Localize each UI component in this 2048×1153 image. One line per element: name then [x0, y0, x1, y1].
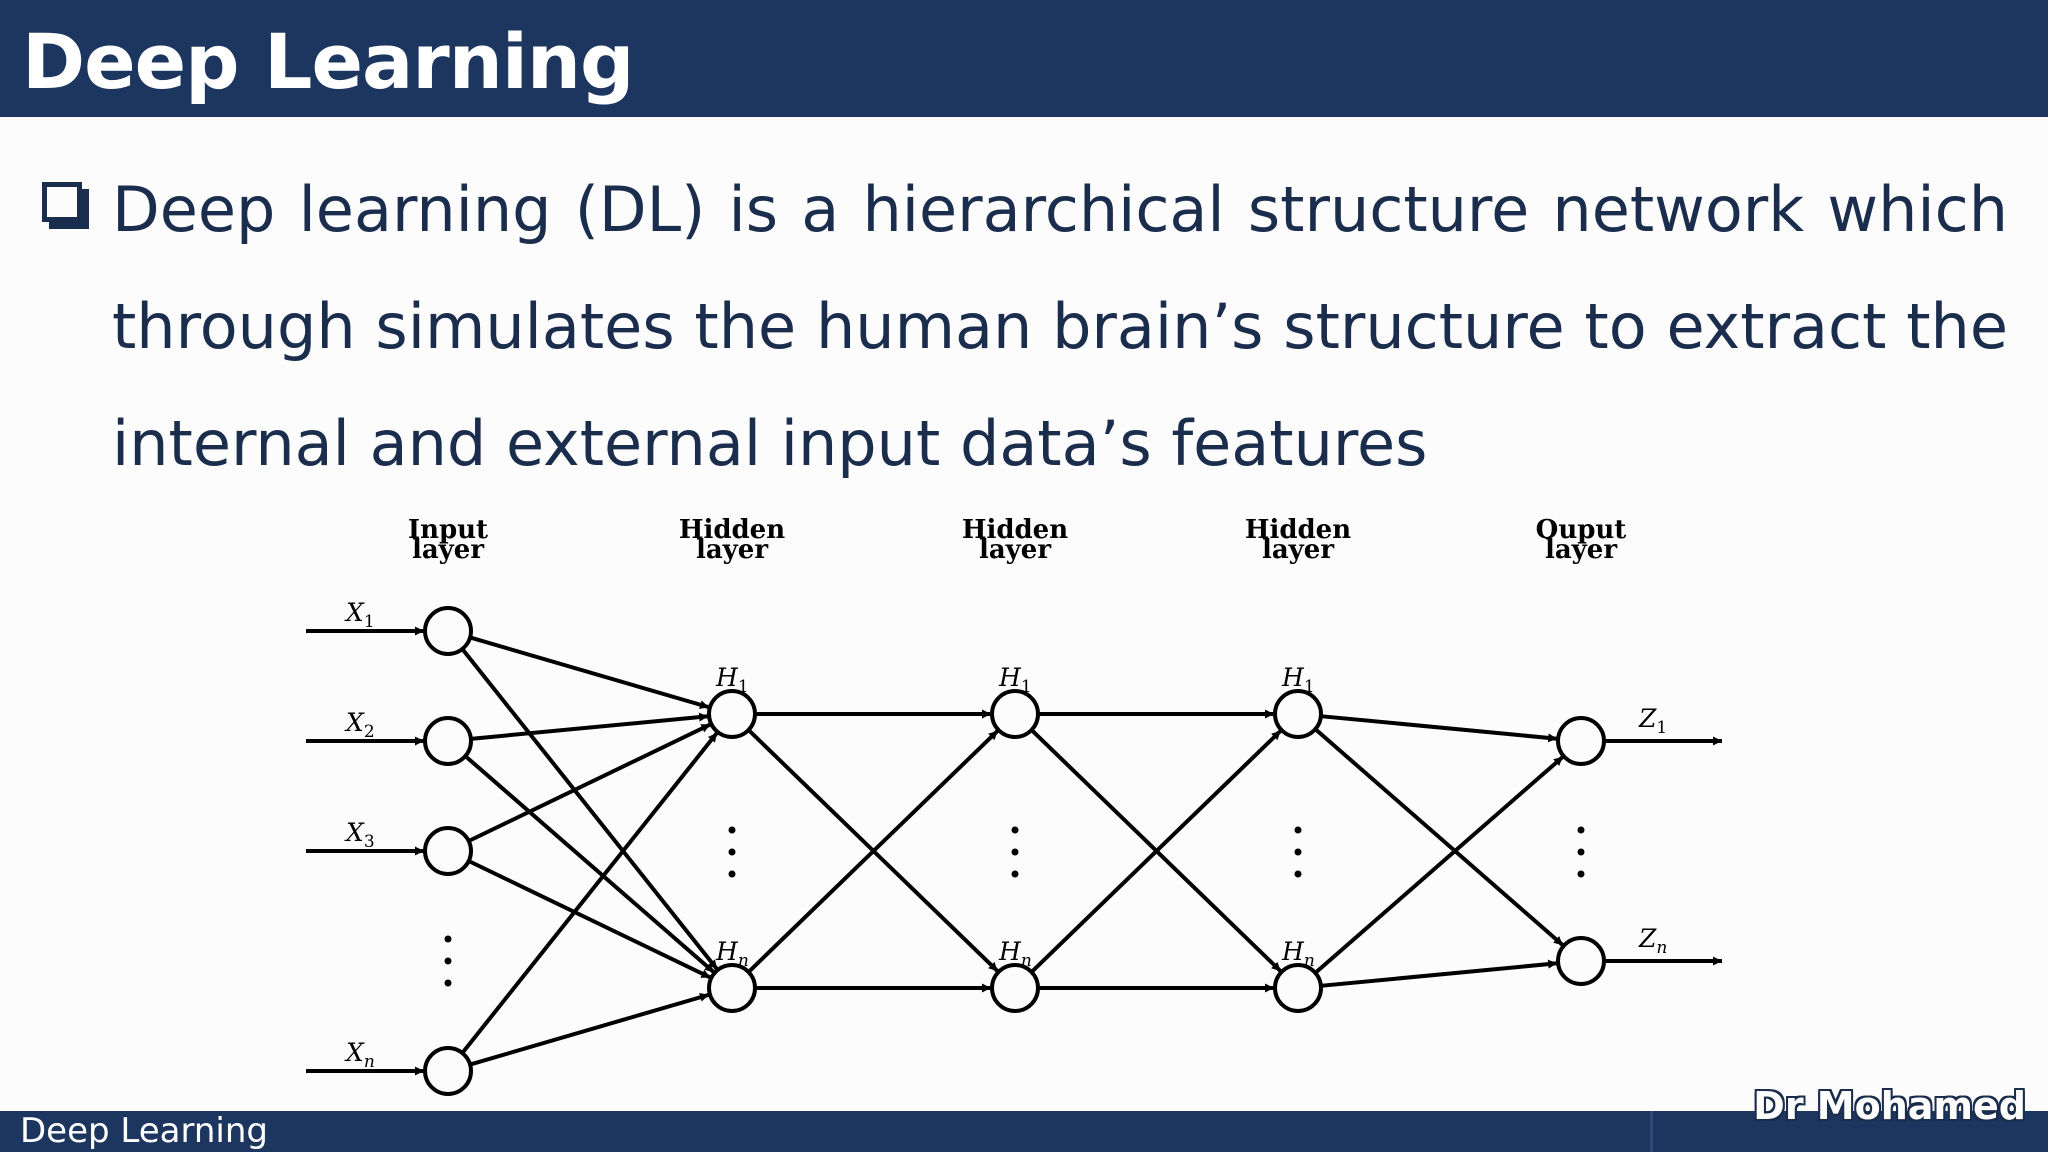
ellipsis-dot: [1011, 848, 1019, 856]
checkbox-bullet-icon: [42, 182, 82, 222]
diagram-labels: InputlayerHiddenlayerHiddenlayerHiddenla…: [344, 515, 1667, 1072]
input-label: X3: [344, 818, 375, 852]
layer-title: Ouput: [1536, 515, 1627, 545]
ellipsis-dot: [444, 935, 452, 943]
ellipsis-dot: [1011, 826, 1019, 834]
hidden-node: [707, 689, 757, 739]
ellipsis-dot: [728, 870, 736, 878]
ellipsis-dots: [444, 826, 1585, 987]
hidden-node: [990, 689, 1040, 739]
slide-title: Deep Learning: [22, 17, 634, 106]
output-label: Zn: [1638, 924, 1667, 958]
layer-title: layer: [696, 535, 768, 565]
input-node: [423, 716, 473, 766]
input-node: [423, 1046, 473, 1096]
hidden-node: [1273, 963, 1323, 1013]
edge-hidden-output: [1314, 727, 1565, 947]
bullet-line-1: Deep learning (DL) is a hierarchical str…: [112, 173, 2008, 246]
input-label: X2: [344, 708, 375, 742]
bullet-line-2: through simulates the human brain’s stru…: [112, 290, 2008, 363]
input-label: Xn: [344, 1038, 375, 1072]
layer-title: layer: [1262, 535, 1334, 565]
hidden-node: [990, 963, 1040, 1013]
hidden-label: Hn: [715, 937, 749, 971]
edge-hidden-hidden: [1030, 729, 1283, 974]
ellipsis-dot: [1294, 848, 1302, 856]
output-label: Z1: [1638, 704, 1667, 738]
edge-input-hidden: [460, 647, 719, 971]
hidden-label: Hn: [998, 937, 1032, 971]
edge-input-hidden: [464, 754, 716, 974]
edge-input-hidden: [467, 859, 712, 980]
layer-title: layer: [979, 535, 1051, 565]
layer-title: layer: [1545, 535, 1617, 565]
nodes: [423, 606, 1606, 1096]
input-label: X1: [344, 598, 375, 632]
hidden-node: [707, 963, 757, 1013]
footer-divider: [1650, 1111, 1653, 1152]
ellipsis-dot: [1294, 826, 1302, 834]
edge-input-hidden: [460, 731, 719, 1055]
output-node: [1556, 716, 1606, 766]
ellipsis-dot: [444, 957, 452, 965]
layer-title: Hidden: [679, 515, 785, 545]
input-node: [423, 826, 473, 876]
hidden-node: [1273, 689, 1323, 739]
bullet-line-3: internal and external input data’s featu…: [112, 407, 1428, 480]
edge-input-hidden: [469, 635, 710, 710]
hidden-label: Hn: [1281, 937, 1315, 971]
ellipsis-dot: [1294, 870, 1302, 878]
layer-title: layer: [412, 535, 484, 565]
ellipsis-dot: [1577, 826, 1585, 834]
edge-input-hidden: [469, 992, 710, 1067]
edge-input-hidden: [470, 712, 709, 741]
ellipsis-dot: [1577, 870, 1585, 878]
ellipsis-dot: [728, 848, 736, 856]
ellipsis-dot: [1577, 848, 1585, 856]
edge-hidden-output: [1320, 714, 1558, 743]
layer-title: Input: [408, 515, 488, 545]
input-node: [423, 606, 473, 656]
footer-bar: [0, 1111, 2048, 1152]
edge-hidden-output: [1320, 959, 1558, 988]
layer-title: Hidden: [962, 515, 1068, 545]
edge-hidden-output: [1314, 755, 1565, 975]
ellipsis-dot: [1011, 870, 1019, 878]
footer-author: Dr Mohamed: [1753, 1084, 2026, 1128]
title-bar: [0, 0, 2048, 117]
connections: [306, 626, 1722, 1076]
hidden-label: H1: [998, 663, 1032, 697]
footer-title: Deep Learning: [20, 1111, 269, 1151]
output-node: [1556, 936, 1606, 986]
ellipsis-dot: [728, 826, 736, 834]
layer-title: Hidden: [1245, 515, 1351, 545]
edge-hidden-hidden: [747, 729, 1000, 974]
hidden-label: H1: [1281, 663, 1315, 697]
hidden-label: H1: [715, 663, 749, 697]
ellipsis-dot: [444, 979, 452, 987]
edge-input-hidden: [467, 722, 712, 843]
